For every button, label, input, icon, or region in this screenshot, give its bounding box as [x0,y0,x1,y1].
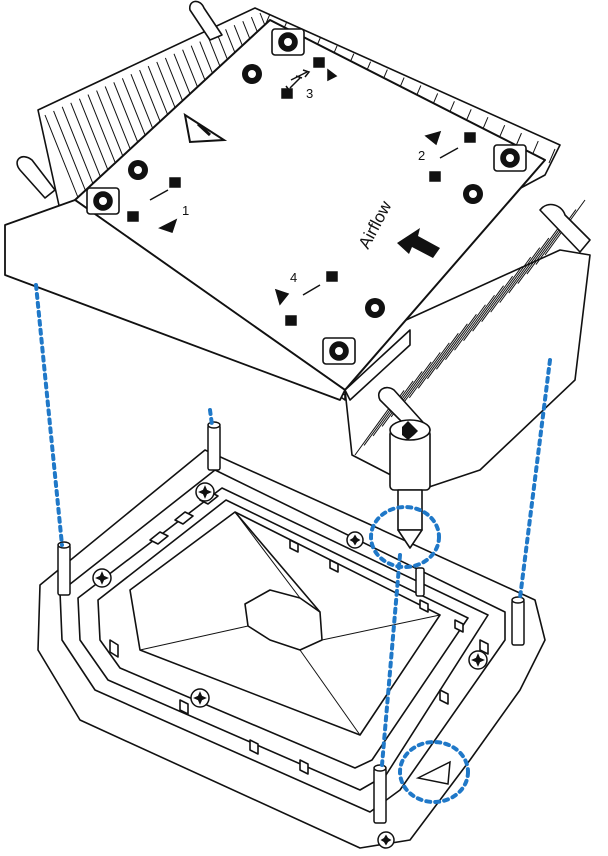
socket-triangle-marker-icon [415,760,451,785]
torx-screw-icon [128,160,148,180]
heatsink-fin [499,247,541,303]
torx-screw-icon [468,650,488,670]
step-4-label: 4 [290,270,297,285]
unlock-icon [429,171,441,182]
heatsink [4,0,591,549]
highlight-circle-socket-marker [398,740,470,804]
airflow-arrow-icon [397,228,440,258]
post-left [57,541,71,596]
alignment-guides [34,283,552,804]
torx-screw-icon [493,144,527,172]
socket-posts [57,421,525,824]
lock-icon [169,177,181,188]
heatsink-fin [417,333,459,389]
heatsink-fin [508,237,550,294]
post-right [511,596,525,646]
heatsink-fin [53,110,91,202]
step-3-indicator: 3 [281,57,338,101]
torx-screw-icon [271,28,305,56]
unlock-icon [281,88,293,99]
unlock-icon [285,315,297,326]
guide-line-front [380,553,402,767]
fin-lines-right [354,199,586,456]
heatsink-fin [463,285,504,342]
torx-screw-icon [86,187,120,215]
heatsink-fin [408,342,450,399]
heatsink-fin [426,323,468,380]
heatsink-fin [481,266,523,322]
torx-screw-icon [377,831,395,849]
heatsink-fin [454,294,495,351]
guide-line-right [518,358,552,600]
torx-screw-icon [242,64,262,84]
heatsink-fin [436,313,477,370]
post-center [415,567,425,597]
heatsink-fin [517,228,559,284]
torx-screw-icon [322,337,356,365]
step-3-label: 3 [306,86,313,101]
unlock-icon [127,211,139,222]
warning-triangle-icon [183,112,228,144]
step-4-indicator: 4 [274,270,338,326]
socket-screws [92,482,488,849]
lock-icon [326,271,338,282]
step-2-indicator: 2 [418,130,476,182]
highlight-circle-heatsink-marker [369,505,441,569]
post-back [207,421,221,471]
torx-screw-icon [92,568,112,588]
heatsink-fin [472,275,514,332]
heatsink-fin [399,352,441,408]
lock-icon [313,57,325,68]
torx-screw-icon [346,531,364,549]
guide-line-back [208,408,214,427]
lock-icon [464,132,476,143]
socket-frame [37,449,546,849]
heatsink-screw-barrel [389,419,431,549]
torx-screw-icon [463,184,483,204]
heatsink-fin [61,106,99,198]
heatsink-fin [548,148,556,164]
heatsink-fin [490,256,532,313]
step-1-label: 1 [182,203,189,218]
torx-screw-icon [365,298,385,318]
torx-screw-icon [190,688,210,708]
post-front [373,764,387,824]
heatsink-fin [44,114,82,206]
heatsink-front-skirt [4,199,346,401]
heatsink-markings: 3 1 2 [86,28,527,365]
heatsink-fin [445,304,486,361]
step-1-indicator: 1 [127,177,189,233]
step-2-label: 2 [418,148,425,163]
heatsink-fin [531,140,539,156]
guide-line-left [34,283,64,547]
torx-screw-icon [195,482,215,502]
